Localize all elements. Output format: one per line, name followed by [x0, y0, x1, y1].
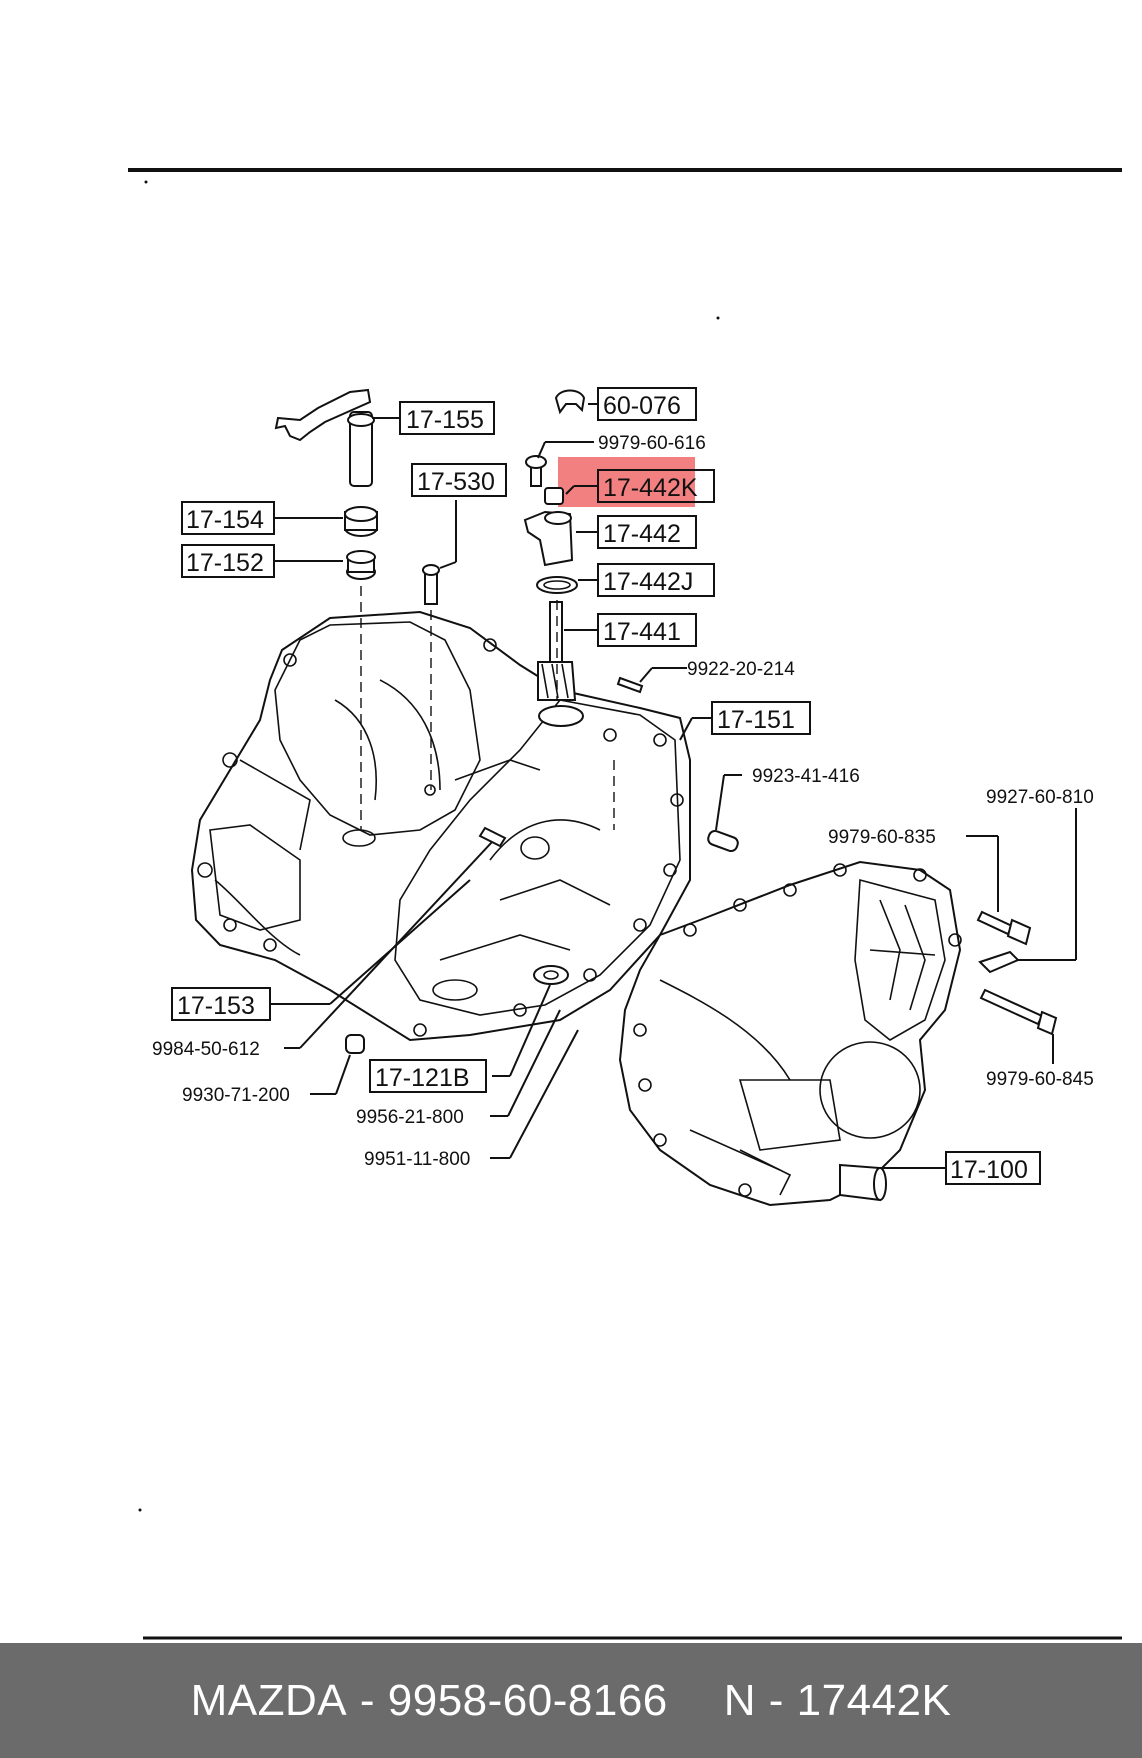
callout-9927-60-810: 9927-60-810 — [986, 787, 1094, 808]
shift-rod-assembly-drawing — [274, 388, 378, 580]
callout-9930-71-200: 9930-71-200 — [182, 1085, 290, 1106]
callout-17-442J: 17-442J — [603, 568, 693, 596]
right-bolts-drawing — [345, 564, 1058, 1054]
callout-9984-50-612: 9984-50-612 — [152, 1039, 260, 1060]
assembly-lines — [360, 586, 615, 830]
callout-17-442: 17-442 — [603, 520, 681, 548]
transaxle-case-drawing — [190, 610, 691, 1042]
callout-9979-60-616: 9979-60-616 — [598, 433, 706, 454]
highlight-marker — [558, 457, 695, 507]
boxed-callouts: 17-155 17-154 17-152 17-530 60-076 17-44… — [171, 387, 1041, 1185]
callout-9979-60-845: 9979-60-845 — [986, 1069, 1094, 1090]
housing-cover-drawing — [618, 860, 962, 1207]
callout-17-152: 17-152 — [186, 549, 264, 577]
callout-9922-20-214: 9922-20-214 — [687, 659, 795, 680]
highlighted-part-prefix: 17-442 — [603, 474, 681, 502]
callout-9979-60-835: 9979-60-835 — [828, 827, 936, 848]
footer-ref-prefix: N — [723, 1675, 757, 1725]
footer-brand: MAZDA — [190, 1675, 348, 1725]
callout-17-155: 17-155 — [406, 406, 484, 434]
callout-9951-11-800: 9951-11-800 — [364, 1149, 470, 1170]
callout-17-441: 17-441 — [603, 618, 681, 646]
part-info-footer: MAZDA - 9958-60-8166 N - 17442K — [0, 1643, 1142, 1758]
callout-17-121B: 17-121B — [375, 1064, 470, 1092]
footer-separator: - — [347, 1675, 388, 1725]
footer-ref-separator: - — [756, 1675, 797, 1725]
plain-callouts: 9979-60-616 9922-20-214 9923-41-416 9927… — [152, 433, 1094, 1170]
footer-ref-number: 17442K — [796, 1675, 952, 1725]
callout-17-100: 17-100 — [950, 1156, 1028, 1184]
callout-17-154: 17-154 — [186, 506, 264, 534]
callout-9923-41-416: 9923-41-416 — [752, 766, 860, 787]
leader-lines — [270, 403, 1077, 1169]
parts-diagram: 17-155 17-154 17-152 17-530 60-076 17-44… — [128, 168, 1122, 1640]
callout-17-153: 17-153 — [177, 992, 255, 1020]
callout-9956-21-800: 9956-21-800 — [356, 1107, 464, 1128]
callout-highlighted-part: 17-442K — [603, 474, 698, 502]
callout-17-530: 17-530 — [417, 468, 495, 496]
callout-17-151: 17-151 — [717, 706, 795, 734]
highlighted-part-suffix: K — [681, 474, 698, 502]
callout-60-076: 60-076 — [603, 392, 681, 420]
footer-part-number: 9958-60-8166 — [387, 1675, 668, 1725]
